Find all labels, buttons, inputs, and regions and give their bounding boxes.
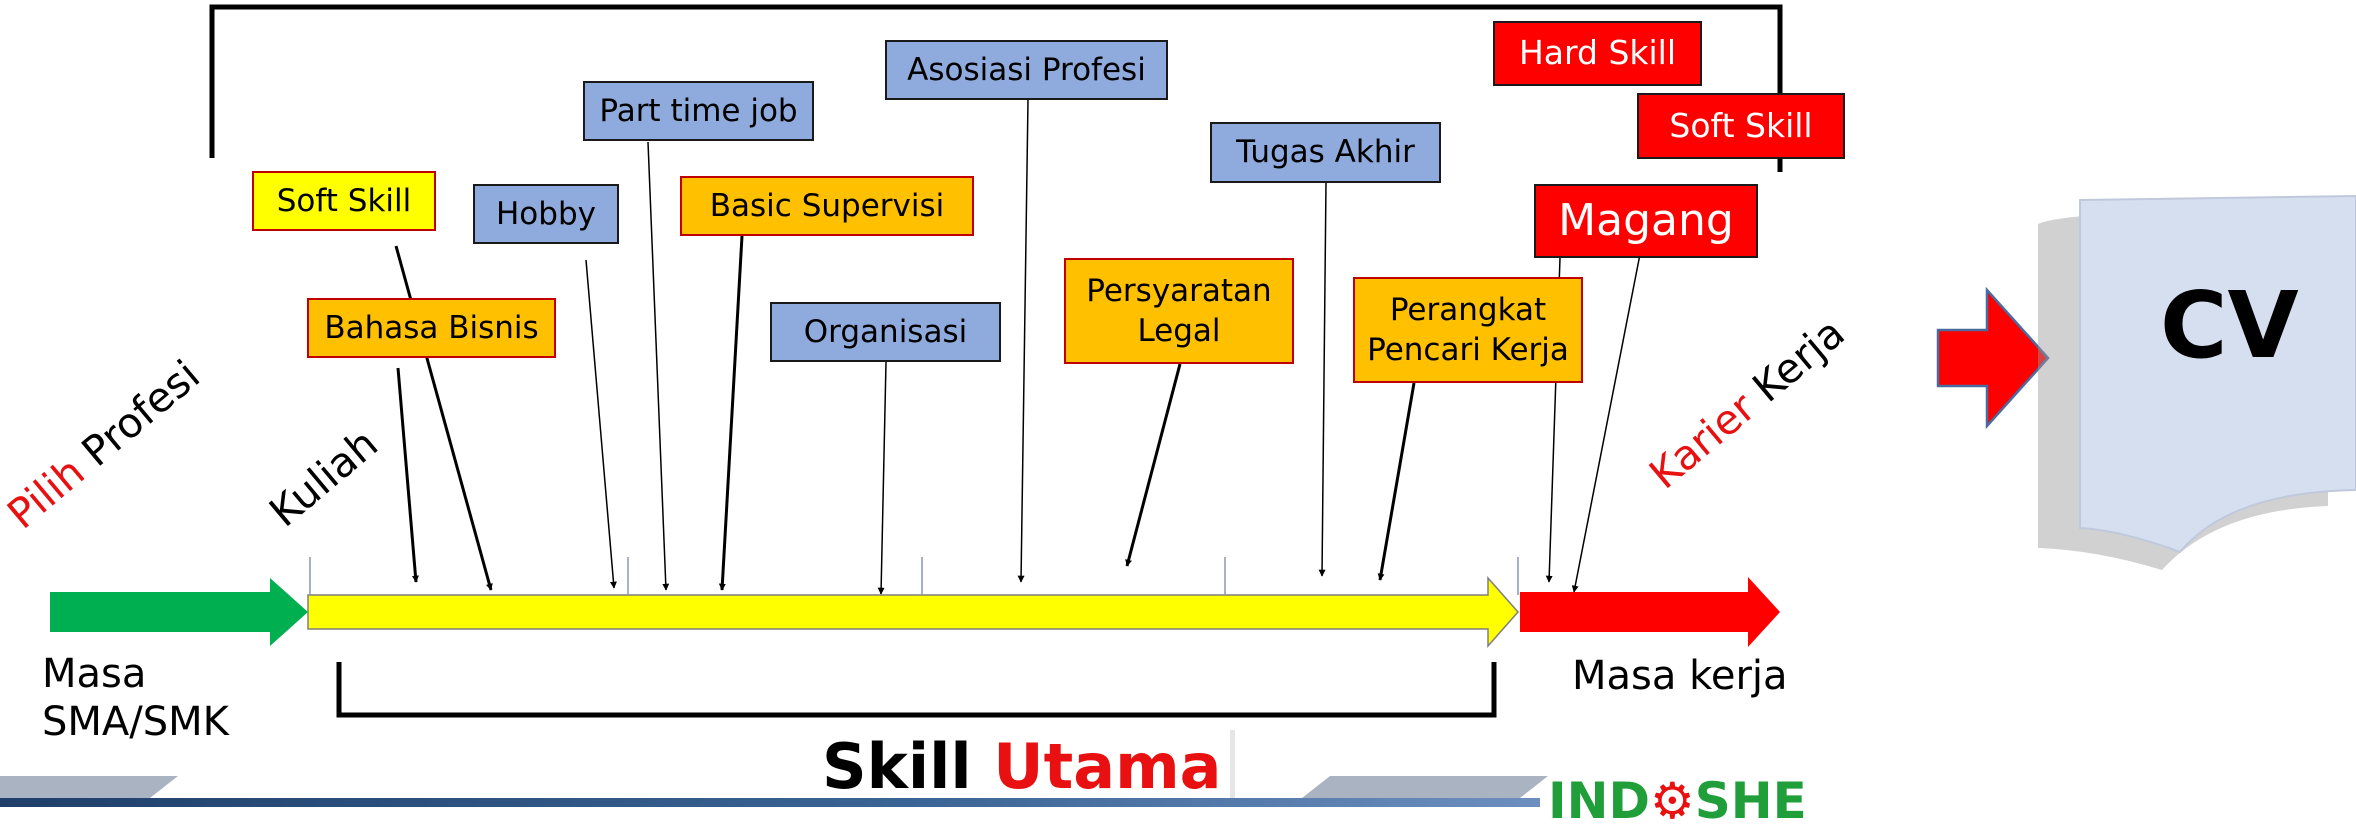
cv-pointer-arrow [1936, 286, 2050, 430]
masa-kerja-label: Masa kerja [1572, 653, 1788, 699]
logo-right-text: SHE [1694, 772, 1807, 830]
top-bracket [209, 4, 1783, 172]
magang-box: Magang [1534, 184, 1758, 258]
logo-left-text: IND [1548, 772, 1650, 830]
masa-sma-line2: SMA/SMK [42, 699, 229, 745]
soft-skill-yellow-box: Soft Skill [252, 171, 436, 231]
basic-supervisi-box: Basic Supervisi [680, 176, 974, 236]
organisasi-box: Organisasi [770, 302, 1001, 362]
bahasa-bisnis-box: Bahasa Bisnis [307, 298, 556, 358]
skill-utama-title: Skill Utama [822, 730, 1222, 803]
footer-band [0, 730, 1548, 807]
pointer-arrows [394, 99, 1643, 595]
timeline-diagram [0, 4, 2356, 807]
bottom-bracket [336, 662, 1497, 718]
hobby-box: Hobby [473, 184, 619, 244]
asosiasi-profesi-box: Asosiasi Profesi [885, 40, 1168, 100]
skill-text: Skill [822, 730, 972, 803]
green-arrow [50, 578, 308, 646]
masa-sma-line1: Masa [42, 651, 147, 697]
tugas-akhir-box: Tugas Akhir [1210, 122, 1441, 183]
utama-text: Utama [993, 730, 1222, 803]
part-time-job-box: Part time job [583, 81, 814, 141]
perangkat-pencari-kerja-box: Perangkat Pencari Kerja [1353, 277, 1583, 383]
indoshe-logo: IND⚙SHE [1548, 772, 1807, 830]
persyaratan-legal-box: Persyaratan Legal [1064, 258, 1294, 364]
cv-label: CV [2160, 272, 2299, 379]
timeline-ticks [309, 557, 1519, 595]
cv-document [2038, 194, 2356, 570]
hard-skill-box: Hard Skill [1493, 21, 1702, 86]
red-arrow [1520, 577, 1780, 647]
soft-skill-red-box: Soft Skill [1637, 93, 1845, 159]
gear-icon: ⚙ [1649, 772, 1695, 830]
yellow-arrow [307, 576, 1520, 648]
masa-sma-label: Masa SMA/SMK [42, 650, 229, 746]
